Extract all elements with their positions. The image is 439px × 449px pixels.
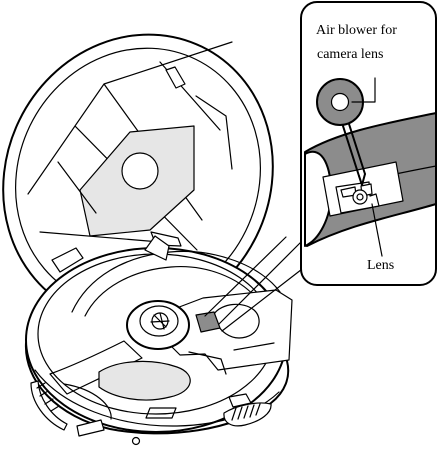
air-blower-label-line-2: camera lens xyxy=(317,47,383,62)
air-blower-label-line-1: Air blower for xyxy=(316,23,397,38)
callout-leader-lines xyxy=(204,236,307,332)
cd-player-lid xyxy=(2,33,274,323)
cd-player-base xyxy=(24,235,293,446)
lens-inset-panel: Air blower for camera lens Lens xyxy=(300,1,437,286)
lens-label: Lens xyxy=(367,258,394,273)
